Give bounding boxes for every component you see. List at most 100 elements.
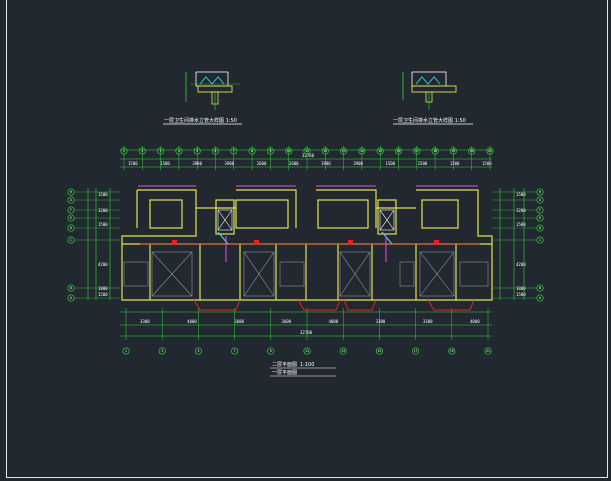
- svg-text:1: 1: [125, 349, 127, 353]
- grid-bubble-bottom: 3: [158, 347, 166, 355]
- svg-text:20: 20: [470, 149, 474, 153]
- svg-text:4: 4: [178, 149, 180, 153]
- grid-bubble-right: D: [536, 224, 544, 232]
- top-dim-label: 1500: [128, 161, 138, 166]
- svg-text:9: 9: [270, 349, 272, 353]
- grid-bubble-bottom: 11: [303, 347, 311, 355]
- top-dim-label: 3900: [225, 161, 235, 166]
- grid-bubble-right: B: [536, 284, 544, 292]
- floor-patterns: [123, 251, 489, 297]
- top-dim-label: 1500: [160, 161, 170, 166]
- grid-bubble-left: D: [67, 224, 75, 232]
- svg-text:7: 7: [233, 149, 235, 153]
- grid-bubble-left: A: [67, 294, 75, 302]
- grid-bubble-top: 3: [157, 147, 165, 155]
- svg-text:21: 21: [486, 349, 490, 353]
- top-dim-label: 1500: [450, 161, 460, 166]
- grid-bubble-top: 17: [413, 147, 421, 155]
- grid-bubble-top: 14: [358, 147, 366, 155]
- grid-bubble-right: F: [536, 206, 544, 214]
- right-dim-label: 1500: [516, 222, 526, 227]
- right-dim-label: 1800: [516, 286, 526, 291]
- svg-text:2: 2: [141, 149, 143, 153]
- grid-bubble-bottom: 17: [412, 347, 420, 355]
- svg-text:3: 3: [160, 149, 162, 153]
- stair-cores: [217, 209, 395, 231]
- svg-text:16: 16: [397, 149, 401, 153]
- grid-bubble-top: 8: [248, 147, 256, 155]
- bottom-dim-label: 3600: [234, 319, 244, 324]
- svg-text:E: E: [70, 216, 72, 220]
- svg-text:5: 5: [197, 349, 199, 353]
- svg-text:6: 6: [215, 149, 217, 153]
- grid-bubble-top: 16: [394, 147, 403, 155]
- detail-right: 一层卫生间排水立管大样图 1:50: [393, 71, 473, 125]
- grid-bubble-bottom: 7: [231, 347, 239, 355]
- bottom-dim-label: 3300: [376, 319, 386, 324]
- grid-bubble-left: F: [67, 206, 75, 214]
- left-dim-label: 1800: [98, 286, 108, 291]
- top-dim-label: 1500: [482, 161, 492, 166]
- grid-bubble-bottom: 1: [122, 347, 130, 355]
- svg-text:11: 11: [305, 149, 309, 153]
- svg-text:H: H: [539, 190, 541, 194]
- svg-text:H: H: [70, 190, 72, 194]
- svg-text:8: 8: [251, 149, 253, 153]
- svg-text:11: 11: [305, 349, 309, 353]
- svg-text:E: E: [539, 216, 541, 220]
- svg-text:19: 19: [451, 149, 455, 153]
- svg-text:12: 12: [323, 149, 327, 153]
- svg-text:B: B: [539, 286, 541, 290]
- detail-right-caption: 一层卫生间排水立管大样图 1:50: [393, 117, 466, 124]
- svg-text:3: 3: [161, 349, 163, 353]
- top-dim-label: 2600: [289, 161, 299, 166]
- svg-text:10: 10: [287, 149, 291, 153]
- bottom-dim-label: 4000: [187, 319, 197, 324]
- grid-bubble-right: A: [536, 294, 544, 302]
- grid-bubble-top: 18: [431, 147, 439, 155]
- detail-left-caption: 一层卫生间排水立管大样图 1:50: [164, 117, 237, 124]
- svg-text:D: D: [70, 226, 72, 230]
- svg-text:17: 17: [414, 349, 418, 353]
- svg-text:7: 7: [234, 349, 236, 353]
- grid-bubble-left: H: [67, 188, 75, 196]
- svg-text:F: F: [70, 208, 72, 212]
- title-main: 二层平面图: [272, 362, 297, 368]
- grid-bubble-bottom: 9: [267, 347, 275, 355]
- top-dim-label: 2600: [257, 161, 267, 166]
- left-dim-label: 1200: [98, 208, 108, 213]
- right-dim-label: 1200: [516, 208, 526, 213]
- grid-bubble-bottom: 21: [484, 347, 492, 355]
- grid-bubble-top: 13: [340, 147, 348, 155]
- grid-bubble-bottom: 5: [194, 347, 202, 355]
- top-dim-label: 3900: [192, 161, 202, 166]
- grid-bubble-left: E: [67, 214, 75, 222]
- grid-bubble-top: 9: [266, 147, 274, 155]
- svg-text:G: G: [70, 198, 72, 202]
- svg-text:D: D: [539, 226, 541, 230]
- plumbing-risers: [172, 231, 439, 262]
- bottom-dim-label: 4000: [329, 319, 339, 324]
- svg-text:F: F: [539, 208, 541, 212]
- svg-text:18: 18: [433, 149, 437, 153]
- svg-text:19: 19: [450, 349, 454, 353]
- title-scale: 1:100: [300, 362, 314, 368]
- right-dim-label: 1500: [516, 292, 526, 297]
- grid-bubble-right: G: [536, 196, 544, 204]
- grid-bubble-top: 2: [138, 147, 146, 155]
- grid-bubble-left: B: [67, 284, 75, 292]
- bottom-dim-label: 3300: [140, 319, 150, 324]
- svg-text:21: 21: [488, 149, 492, 153]
- grid-bubble-right: H: [536, 188, 544, 196]
- top-dim-label: 1500: [418, 161, 428, 166]
- overall-dim-top: 32760: [302, 153, 315, 158]
- grid-bubble-top: 4: [175, 147, 183, 155]
- bottom-dim-label: 3600: [281, 319, 291, 324]
- overall-dim-bottom: 32760: [300, 330, 313, 335]
- grid-bubble-top: 5: [193, 147, 201, 155]
- grid-bubble-top: 1: [120, 147, 128, 155]
